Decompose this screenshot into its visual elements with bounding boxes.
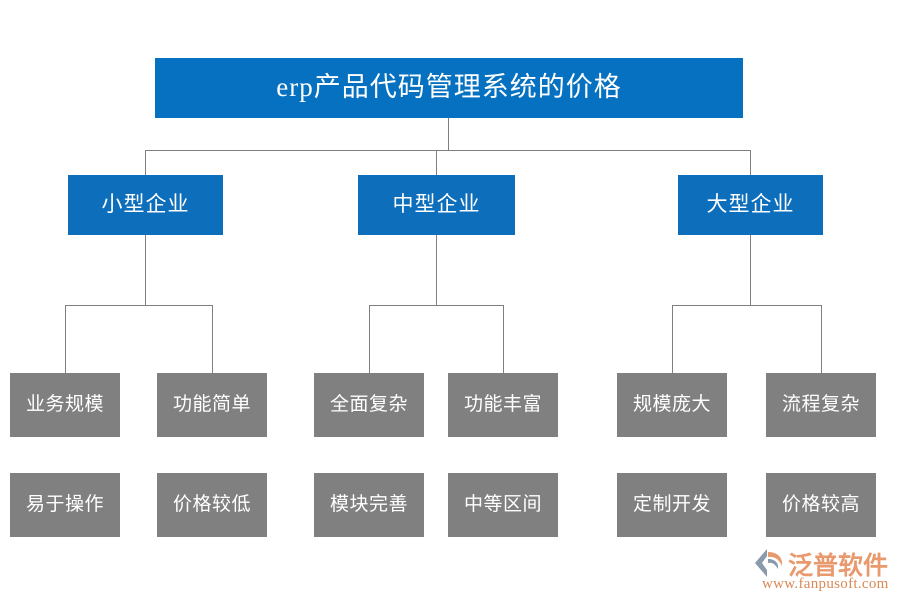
connector-g3-drop-2: [821, 305, 822, 373]
connector-g1-drop-1: [65, 305, 66, 373]
leaf-node-label: 模块完善: [329, 493, 408, 515]
leaf-node[interactable]: 功能简单: [157, 373, 267, 437]
leaf-node[interactable]: 业务规模: [10, 373, 120, 437]
connector-g2-drop-2: [503, 305, 504, 373]
connector-level2-bus: [145, 150, 751, 151]
connector-drop-l2-1: [145, 150, 146, 175]
connector-drop-l2-2: [436, 150, 437, 175]
connector-g3-drop-1: [672, 305, 673, 373]
connector-g1-drop-2: [212, 305, 213, 373]
connector-g1-stem: [145, 235, 146, 305]
connector-drop-l2-3: [750, 150, 751, 175]
leaf-node[interactable]: 流程复杂: [766, 373, 876, 437]
leaf-node-label: 业务规模: [25, 393, 104, 415]
connector-g1-bus: [65, 305, 213, 306]
fanpu-logo-name: 泛普软件: [788, 552, 889, 580]
connector-g2-bus: [369, 305, 504, 306]
fanpu-logo-url: www.fanpusoft.com: [762, 576, 889, 592]
leaf-node-label: 功能简单: [172, 393, 251, 415]
root-node-label: erp产品代码管理系统的价格: [276, 72, 622, 103]
connector-g3-stem: [750, 235, 751, 305]
fanpu-logo: 泛普软件 www.fanpusoft.com: [752, 546, 894, 596]
leaf-node[interactable]: 规模庞大: [617, 373, 727, 437]
leaf-node-label: 价格较高: [781, 493, 860, 515]
leaf-node[interactable]: 模块完善: [314, 473, 424, 537]
connector-root-stem: [448, 118, 449, 150]
connector-g2-stem: [436, 235, 437, 305]
leaf-node-label: 中等区间: [463, 493, 542, 515]
connector-g3-bus: [672, 305, 822, 306]
level2-node-large-enterprise[interactable]: 大型企业: [678, 175, 823, 235]
level2-node-label: 大型企业: [706, 192, 795, 217]
leaf-node-label: 易于操作: [25, 493, 104, 515]
leaf-node[interactable]: 易于操作: [10, 473, 120, 537]
leaf-node[interactable]: 功能丰富: [448, 373, 558, 437]
leaf-node[interactable]: 全面复杂: [314, 373, 424, 437]
fanpu-logo-mark-icon: [755, 549, 783, 577]
leaf-node-label: 全面复杂: [329, 393, 408, 415]
level2-node-label: 小型企业: [101, 192, 190, 217]
level2-node-small-enterprise[interactable]: 小型企业: [68, 175, 223, 235]
leaf-node-label: 定制开发: [632, 493, 711, 515]
leaf-node[interactable]: 价格较高: [766, 473, 876, 537]
root-node[interactable]: erp产品代码管理系统的价格: [155, 58, 743, 118]
leaf-node[interactable]: 中等区间: [448, 473, 558, 537]
connector-g2-drop-1: [369, 305, 370, 373]
leaf-node-label: 功能丰富: [463, 393, 542, 415]
level2-node-label: 中型企业: [392, 192, 481, 217]
leaf-node[interactable]: 定制开发: [617, 473, 727, 537]
leaf-node-label: 价格较低: [172, 493, 251, 515]
leaf-node[interactable]: 价格较低: [157, 473, 267, 537]
leaf-node-label: 流程复杂: [781, 393, 860, 415]
level2-node-medium-enterprise[interactable]: 中型企业: [358, 175, 515, 235]
leaf-node-label: 规模庞大: [632, 393, 711, 415]
